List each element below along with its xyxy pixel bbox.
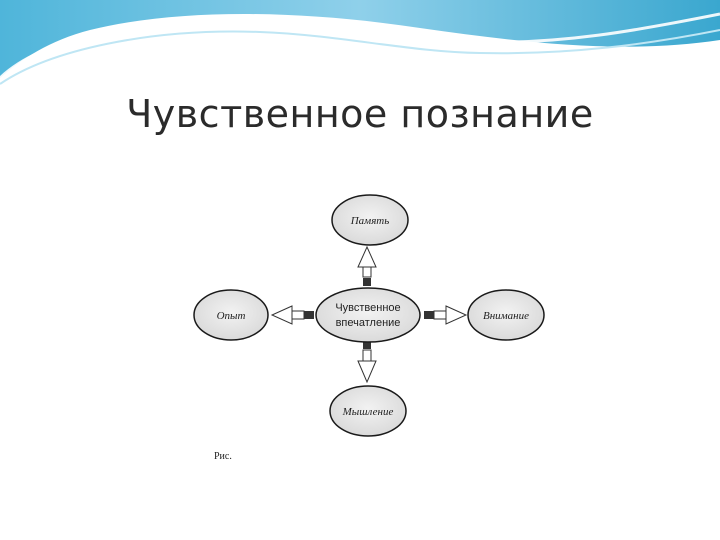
node-top-label: Память	[350, 215, 390, 227]
node-center-label-line1: Чувственное	[335, 302, 400, 314]
node-center-ellipse	[315, 287, 421, 343]
figure-caption: Рис.	[214, 451, 232, 462]
node-center-label-line2: впечатление	[336, 317, 401, 329]
node-bottom-label: Мышление	[342, 406, 394, 418]
arrow-right	[424, 305, 468, 325]
node-right-label: Внимание	[483, 310, 529, 322]
slide-title: Чувственное познание	[126, 92, 594, 136]
node-left-label: Опыт	[217, 310, 246, 322]
arrow-up	[357, 245, 377, 286]
header-wave-decoration	[0, 0, 720, 85]
node-right-ellipse	[467, 289, 545, 341]
arrow-left	[270, 305, 314, 325]
diagram-figure: Память Чувственное впечатление Опыт Вним…	[168, 175, 552, 475]
node-left-ellipse	[193, 289, 269, 341]
diagram-svg: Память Чувственное впечатление Опыт Вним…	[193, 194, 545, 462]
arrow-down	[357, 341, 377, 384]
node-top-ellipse	[331, 194, 409, 246]
node-bottom-ellipse	[329, 385, 407, 437]
